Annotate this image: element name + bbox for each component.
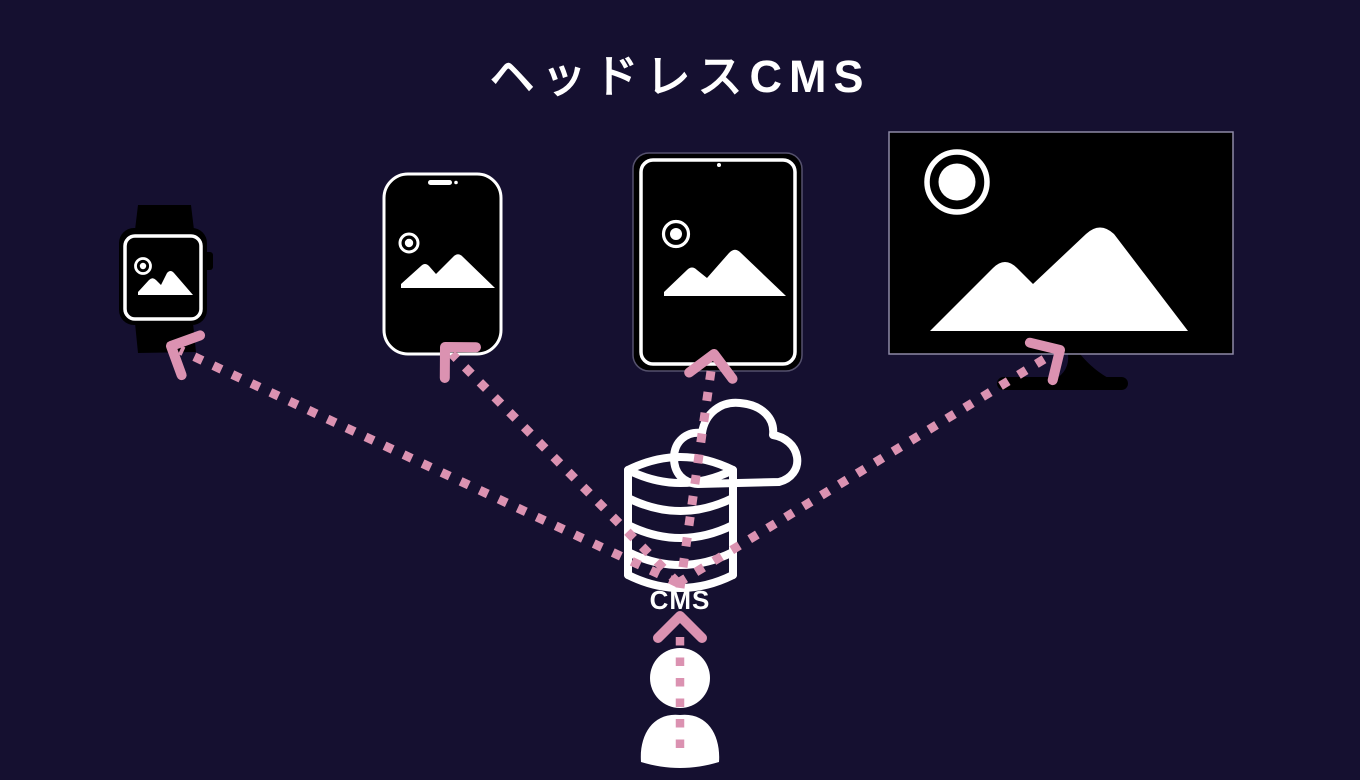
database-icon: [624, 453, 737, 592]
image-sun-core: [139, 262, 147, 270]
image-mountains: [930, 227, 1188, 331]
arrow-user-to-cms: [653, 611, 707, 748]
phone-camera-dot: [454, 180, 458, 185]
tv-icon: [888, 131, 1234, 390]
cms-label: CMS: [649, 585, 711, 615]
arrow-chevron-icon: [1024, 337, 1065, 386]
dotted-line: [675, 363, 717, 589]
image-sun-ring: [924, 149, 990, 215]
database-sides: [624, 466, 737, 579]
tv-stand-base: [997, 377, 1128, 390]
arrow-chevron-icon: [653, 611, 707, 643]
image-sun-core: [670, 228, 682, 240]
image-sun-ring: [661, 219, 691, 249]
page-title: ヘッドレスCMS: [489, 51, 871, 102]
database-separator: [624, 521, 737, 542]
cms-graphic: [624, 398, 802, 592]
image-placeholder-icon: [134, 257, 193, 295]
arrow-cms-to-tv: [675, 337, 1065, 587]
arrow-cms-to-smartphone: [439, 342, 682, 587]
image-placeholder-icon: [661, 219, 786, 296]
watch-screen: [123, 234, 203, 321]
image-mountains: [401, 254, 495, 288]
arrow-chevron-icon: [439, 342, 481, 383]
dotted-line: [448, 350, 682, 587]
arrow-chevron-icon: [166, 330, 206, 381]
image-sun-ring: [398, 232, 420, 254]
dotted-line: [178, 345, 680, 588]
image-sun-core: [938, 163, 976, 201]
image-sun-core: [404, 238, 414, 248]
image-placeholder-icon: [398, 232, 495, 288]
image-mountains: [664, 249, 786, 296]
tablet-camera-dot: [717, 163, 721, 167]
tablet-icon: [632, 152, 803, 372]
tv-stand-neck: [1054, 354, 1112, 380]
dotted-line: [675, 351, 1054, 587]
image-mountains: [138, 271, 193, 295]
smartphone-icon: [382, 172, 503, 356]
phone-speaker: [428, 180, 452, 185]
database-separator: [624, 494, 737, 515]
arrow-cms-to-smartwatch: [166, 330, 680, 588]
smartwatch-icon: [119, 205, 213, 353]
arrow-chevron-icon: [684, 349, 738, 384]
database-body: [628, 457, 733, 588]
image-placeholder-icon: [924, 149, 1188, 331]
cloud-icon: [670, 398, 802, 488]
image-sun-ring: [134, 257, 152, 275]
arrow-cms-to-tablet: [675, 349, 738, 589]
watch-strap-top: [135, 205, 194, 230]
